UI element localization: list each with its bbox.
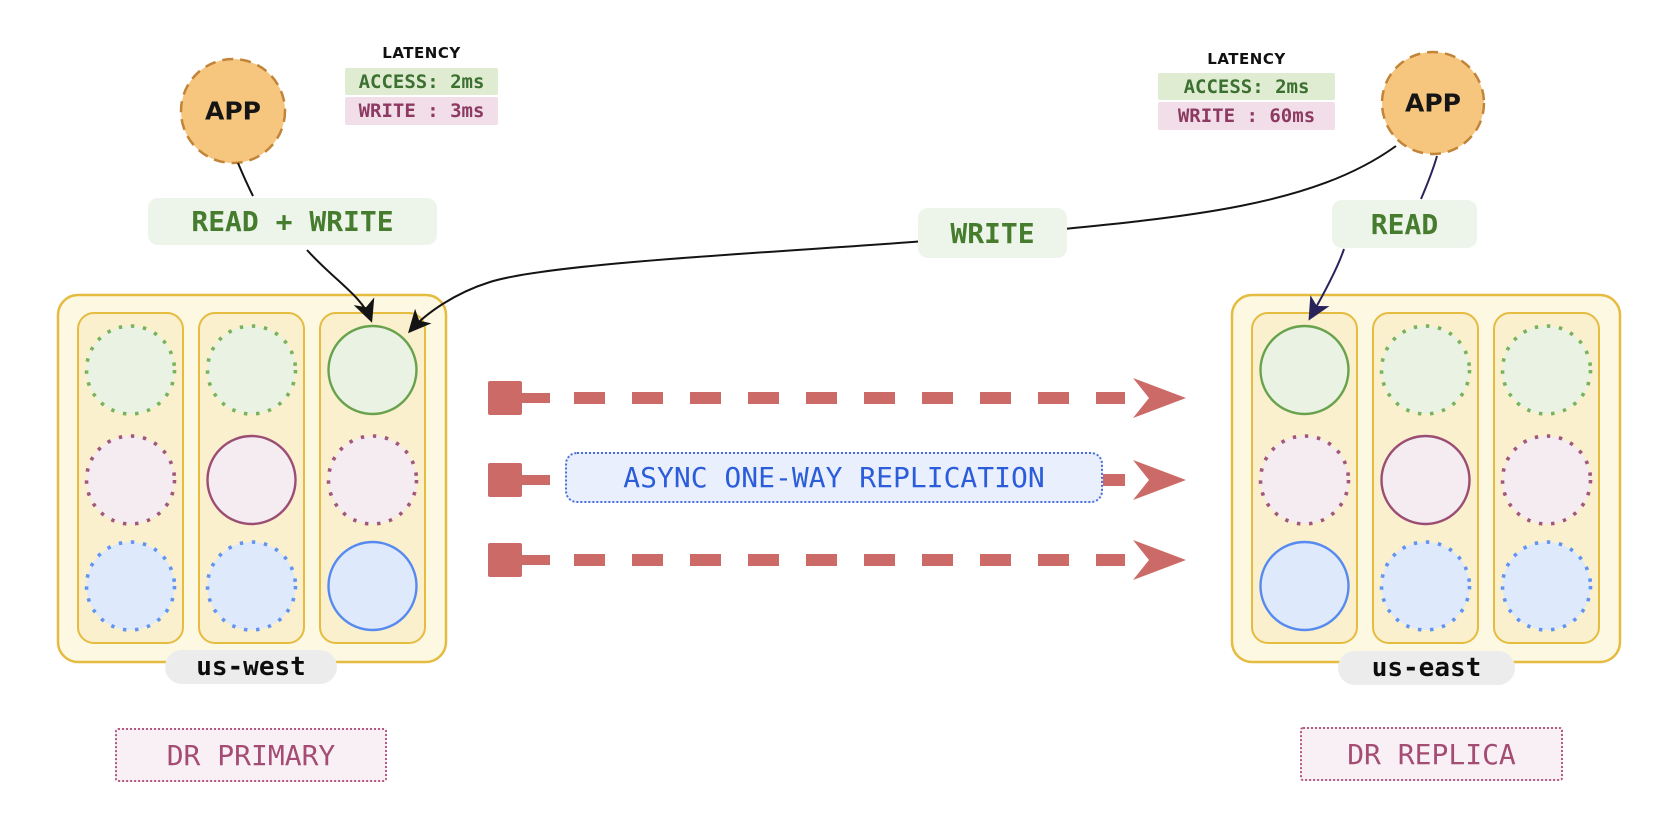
dr-primary-label: DR PRIMARY xyxy=(115,728,387,782)
replication-arrow xyxy=(488,460,1186,500)
app-node-west xyxy=(179,57,287,165)
latency-access-west: ACCESS: 2ms xyxy=(345,68,498,95)
dr-replica-label: DR REPLICA xyxy=(1300,727,1563,781)
arrow-read-to-replica-node xyxy=(1308,248,1345,321)
latency-write-east: WRITE : 60ms xyxy=(1158,102,1335,130)
cluster-us-west xyxy=(56,293,448,664)
app-node-east xyxy=(1380,50,1486,156)
latency-write-west: WRITE : 3ms xyxy=(345,97,498,125)
node-green-dotted xyxy=(1500,324,1593,416)
region-label-us-east: us-east xyxy=(1338,651,1515,685)
node-green-dotted xyxy=(84,324,177,416)
node-purple-dotted xyxy=(84,434,177,526)
cluster-us-east xyxy=(1230,293,1622,664)
read-pill: READ xyxy=(1332,200,1477,248)
replication-layer xyxy=(488,378,1186,580)
latency-title-east: LATENCY xyxy=(1207,50,1286,68)
replication-arrow xyxy=(488,378,1186,418)
node-purple-dotted xyxy=(326,434,419,526)
write-pill: WRITE xyxy=(918,208,1067,258)
node-blue-solid xyxy=(327,540,418,632)
node-green-dotted xyxy=(205,324,298,416)
read-write-pill: READ + WRITE xyxy=(148,198,437,245)
node-purple-solid xyxy=(1380,434,1471,526)
node-purple-solid xyxy=(206,434,297,526)
region-label-us-west: us-west xyxy=(165,650,337,684)
app-label-east: APP xyxy=(1405,88,1461,118)
node-blue-dotted xyxy=(1379,540,1472,632)
arrow-readwrite-to-primary-node xyxy=(306,249,375,323)
async-replication-label: ASYNC ONE-WAY REPLICATION xyxy=(565,452,1103,503)
arrow-write-east-app-to-primary-node xyxy=(408,145,1397,334)
latency-access-east: ACCESS: 2ms xyxy=(1158,73,1335,100)
replication-arrow xyxy=(488,540,1186,580)
latency-title-west: LATENCY xyxy=(382,44,461,62)
node-green-solid xyxy=(327,324,418,416)
node-green-dotted xyxy=(1379,324,1472,416)
node-purple-dotted xyxy=(1258,434,1351,526)
clusters-layer xyxy=(56,293,1622,664)
node-blue-dotted xyxy=(84,540,177,632)
node-blue-dotted xyxy=(1500,540,1593,632)
node-green-solid xyxy=(1259,324,1350,416)
connector-app-east-to-read xyxy=(1420,155,1438,200)
node-blue-dotted xyxy=(205,540,298,632)
node-purple-dotted xyxy=(1500,434,1593,526)
node-blue-solid xyxy=(1259,540,1350,632)
app-label-west: APP xyxy=(205,96,261,126)
connector-app-west-to-readwrite xyxy=(237,162,254,197)
